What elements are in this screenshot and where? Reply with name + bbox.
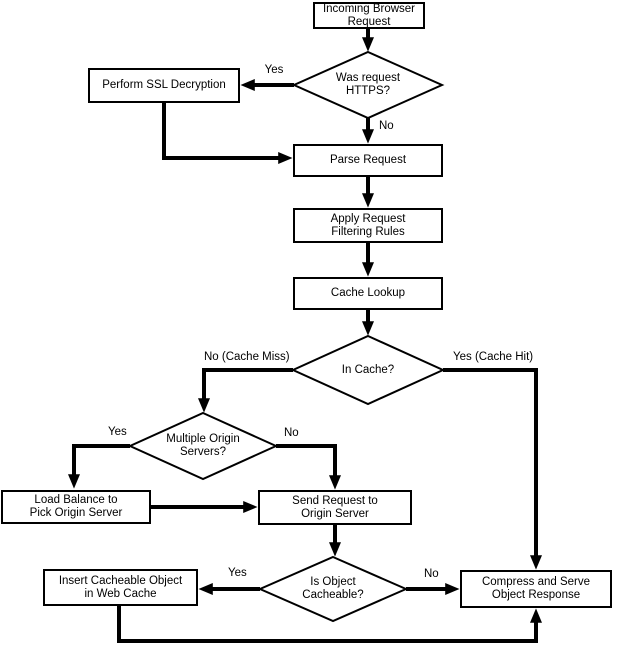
edge-incache-no-to-multiorigin [198,368,293,413]
decision-in-cache-shape [290,334,446,406]
edge-label-multiple-yes: Yes [107,426,128,439]
node-cache-lookup: Cache Lookup [293,277,443,310]
edge-label-cacheable-no: No [423,568,440,581]
edge-label-multiple-no: No [283,427,300,440]
edge-label-cacheable-yes: Yes [227,567,248,580]
edge-label-https-no: No [378,120,395,133]
edge-label-in-cache-no: No (Cache Miss) [203,351,291,364]
edge-incache-yes-to-compress [443,368,542,570]
decision-was-https-shape [291,50,445,120]
node-insert-cacheable-object: Insert Cacheable Object in Web Cache [43,569,198,606]
edge-insert-to-compress [117,606,542,643]
decision-multiple-origin-shape [127,411,279,481]
node-parse-request: Parse Request [293,144,443,177]
edge-multi-yes-to-loadbalance [68,444,130,489]
node-compress-and-serve: Compress and Serve Object Response [460,570,612,608]
edge-ssl-to-parse [162,103,293,164]
edge-label-in-cache-yes: Yes (Cache Hit) [452,351,535,364]
decision-is-cacheable-shape [257,555,409,623]
node-incoming-browser-request: Incoming Browser Request [313,2,425,29]
node-apply-request-filtering-rules: Apply Request Filtering Rules [293,208,443,243]
edge-multi-no-to-sendrequest [276,444,341,490]
edge-label-https-yes: Yes [256,64,292,77]
node-send-request-origin: Send Request to Origin Server [258,490,412,525]
node-load-balance: Load Balance to Pick Origin Server [1,490,151,524]
node-perform-ssl-decryption: Perform SSL Decryption [88,68,240,103]
